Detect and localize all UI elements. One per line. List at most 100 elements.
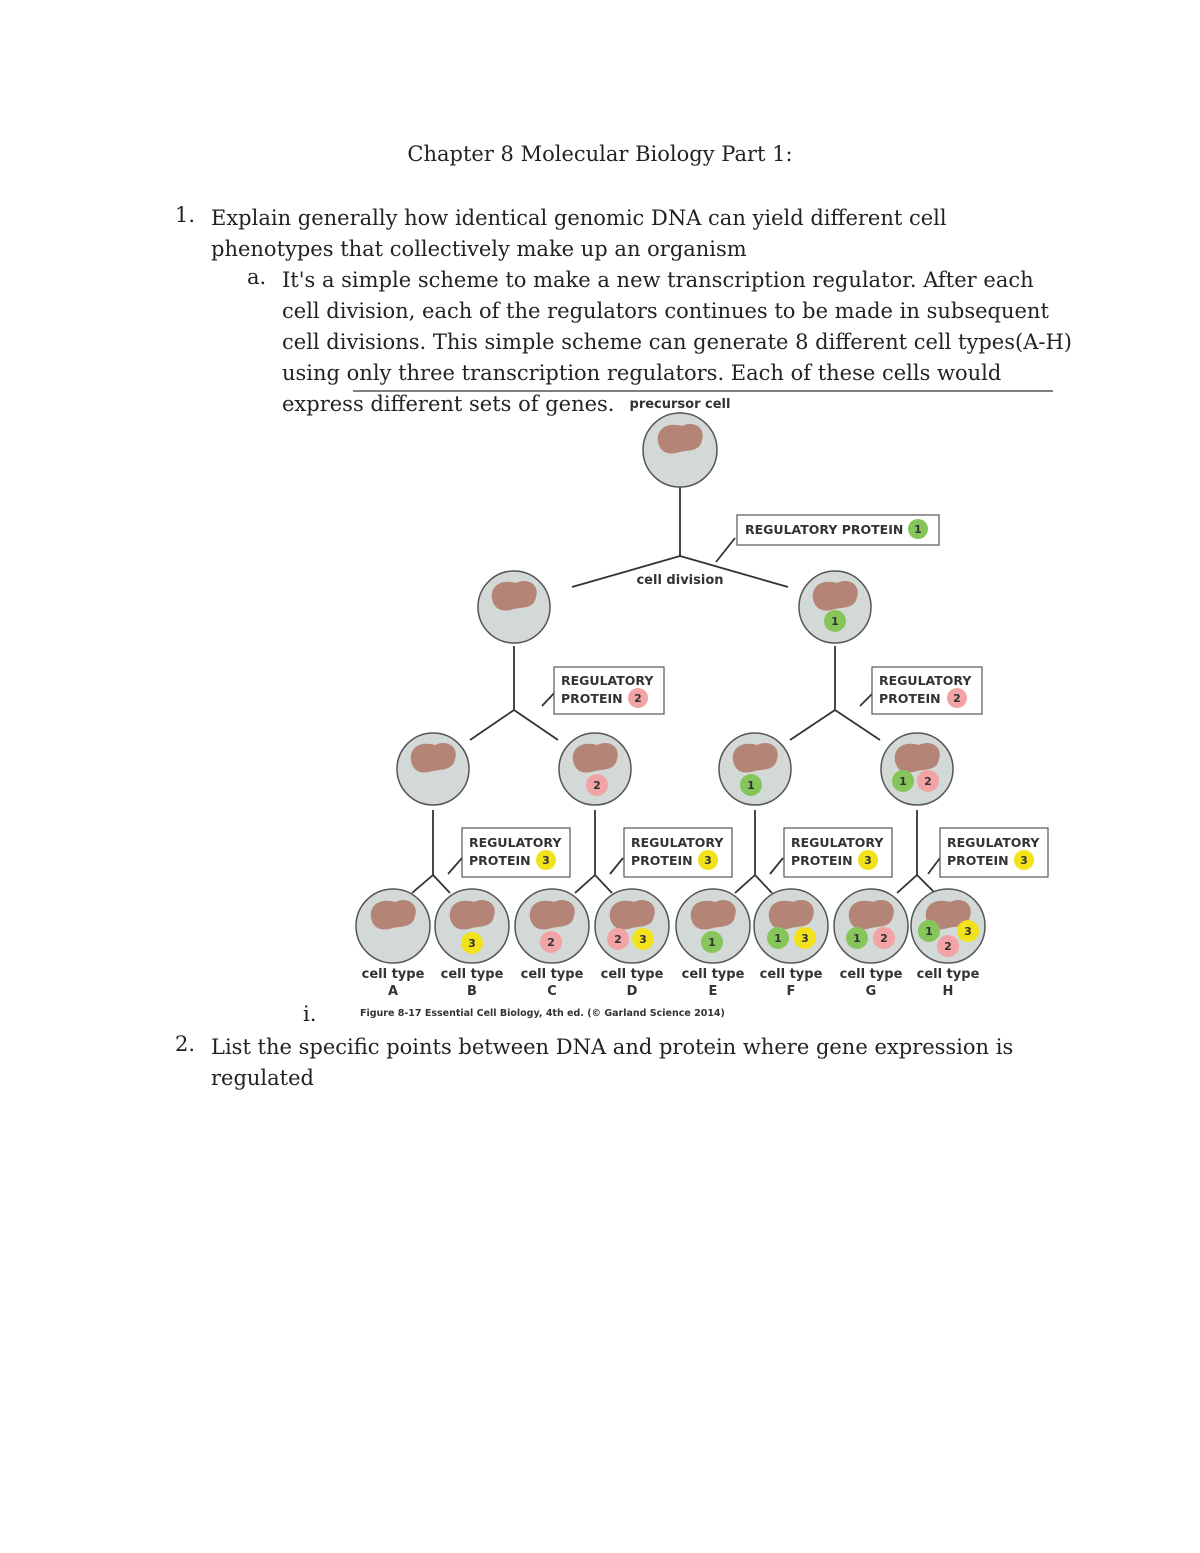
cell-type-letter: F [787, 984, 796, 999]
cell-type-letter: D [627, 984, 638, 999]
protein-3-number: 3 [639, 933, 647, 946]
cell-gen2-3: 1 [718, 732, 792, 806]
cell-type-a [355, 888, 431, 964]
question-1-number: 1. [175, 203, 196, 227]
question-1-text: Explain generally how identical genomic … [211, 206, 947, 261]
cell-differentiation-figure: precursor cell cell division RE [353, 390, 1053, 1019]
nucleus [894, 742, 940, 773]
protein-1-number: 1 [853, 932, 861, 945]
svg-text:REGULATORY: REGULATORY [469, 835, 562, 850]
protein-2-marker [586, 774, 608, 796]
svg-text:PROTEIN: PROTEIN [469, 853, 531, 868]
answer-a-label: a. [247, 265, 267, 289]
svg-text:3: 3 [1020, 854, 1028, 867]
protein-3-number: 3 [468, 937, 476, 950]
protein-1-marker [846, 927, 868, 949]
protein-1-marker [740, 774, 762, 796]
protein-1-number: 1 [899, 775, 907, 788]
nucleus [572, 742, 618, 773]
protein-2-number: 2 [593, 779, 601, 792]
protein-2-marker [937, 935, 959, 957]
reg-protein-3-box-1: REGULATORY PROTEIN 3 [461, 827, 571, 878]
cell-gen2-2: 2 [558, 732, 632, 806]
svg-text:3: 3 [864, 854, 872, 867]
question-2-number: 2. [175, 1032, 196, 1056]
precursor-cell-label: precursor cell [630, 397, 731, 412]
cell-gen2-1 [396, 732, 470, 806]
cell-type-word: cell type [362, 967, 425, 982]
svg-text:PROTEIN: PROTEIN [791, 853, 853, 868]
cell-type-letter: E [709, 984, 718, 999]
reg-protein-2-box-left: REGULATORY PROTEIN 2 [553, 666, 665, 715]
question-2-text: List the specific points between DNA and… [211, 1035, 1014, 1090]
nucleus [609, 899, 655, 930]
nucleus [491, 580, 537, 611]
svg-text:REGULATORY: REGULATORY [561, 673, 654, 688]
cell-type-letter: G [866, 984, 877, 999]
protein-1-number: 1 [925, 925, 933, 938]
nucleus [449, 899, 495, 930]
protein-1-marker [918, 920, 940, 942]
protein-2-marker [607, 928, 629, 950]
protein-2-marker [917, 770, 939, 792]
svg-text:PROTEIN: PROTEIN [561, 691, 623, 706]
protein-3-marker [461, 932, 483, 954]
cell-type-word: cell type [521, 967, 584, 982]
protein-1-marker [767, 927, 789, 949]
page-title: Chapter 8 Molecular Biology Part 1: [407, 142, 793, 166]
protein-1-number: 1 [831, 615, 839, 628]
protein-3-number: 3 [964, 925, 972, 938]
nucleus [690, 899, 736, 930]
nucleus [925, 899, 971, 930]
cell-division-label: cell division [636, 573, 723, 588]
protein-2-number: 2 [924, 775, 932, 788]
figure-caption: Figure 8-17 Essential Cell Biology, 4th … [360, 1008, 725, 1019]
svg-text:REGULATORY: REGULATORY [631, 835, 724, 850]
svg-text:PROTEIN: PROTEIN [631, 853, 693, 868]
cell-type-word: cell type [917, 967, 980, 982]
nucleus [370, 899, 416, 930]
svg-text:2: 2 [634, 692, 642, 705]
reg-protein-3-box-3: REGULATORY PROTEIN 3 [783, 827, 893, 878]
reg-protein-1-box: REGULATORY PROTEIN 1 [736, 514, 940, 546]
cell-gen1-right: 1 [798, 570, 872, 644]
cell-type-e: 1 [675, 888, 751, 964]
svg-text:2: 2 [953, 692, 961, 705]
reg-protein-3-box-4: REGULATORY PROTEIN 3 [939, 827, 1049, 878]
protein-2-marker [540, 931, 562, 953]
cell-type-letter: B [467, 984, 477, 999]
svg-text:REGULATORY: REGULATORY [791, 835, 884, 850]
figure-item-label: i. [303, 1002, 317, 1026]
svg-text:3: 3 [542, 854, 550, 867]
cell-type-c: 2 [514, 888, 590, 964]
protein-1-marker [701, 931, 723, 953]
protein-2-number: 2 [614, 933, 622, 946]
protein-1-number: 1 [747, 779, 755, 792]
nucleus [410, 742, 456, 773]
cell-type-word: cell type [441, 967, 504, 982]
protein-1-number: 1 [708, 936, 716, 949]
svg-text:PROTEIN: PROTEIN [947, 853, 1009, 868]
svg-text:PROTEIN: PROTEIN [879, 691, 941, 706]
svg-text:REGULATORY PROTEIN: REGULATORY PROTEIN [745, 522, 903, 537]
svg-text:1: 1 [914, 523, 922, 536]
svg-text:REGULATORY: REGULATORY [879, 673, 972, 688]
cell-type-b: 3 [434, 888, 510, 964]
svg-text:3: 3 [704, 854, 712, 867]
cell-type-word: cell type [682, 967, 745, 982]
protein-2-number: 2 [547, 936, 555, 949]
protein-3-marker [632, 928, 654, 950]
nucleus [848, 899, 894, 930]
nucleus [732, 742, 778, 773]
nucleus [768, 899, 814, 930]
protein-1-number: 1 [774, 932, 782, 945]
reg-protein-2-box-right: REGULATORY PROTEIN 2 [871, 666, 983, 715]
nucleus [657, 423, 703, 454]
protein-1-marker [892, 770, 914, 792]
